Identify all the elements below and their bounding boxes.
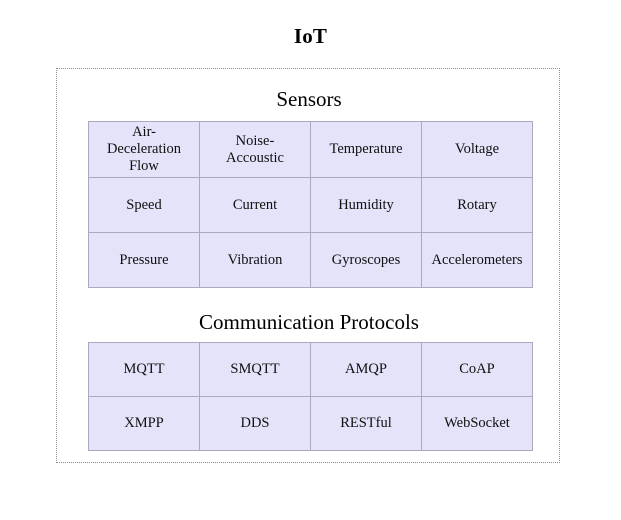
sensor-cell: Accelerometers: [421, 232, 533, 288]
protocol-cell: RESTful: [310, 396, 422, 451]
protocol-cell: WebSocket: [421, 396, 533, 451]
sensors-table: Air- Deceleration Flow Noise- Accoustic …: [88, 121, 533, 288]
sensor-cell: Vibration: [199, 232, 311, 288]
sensor-cell: Air- Deceleration Flow: [88, 121, 200, 178]
protocol-cell: AMQP: [310, 342, 422, 397]
sensor-cell: Rotary: [421, 177, 533, 233]
sensor-cell: Current: [199, 177, 311, 233]
sensor-cell: Noise- Accoustic: [199, 121, 311, 178]
protocol-cell: CoAP: [421, 342, 533, 397]
communication-protocols-table: MQTT SMQTT AMQP CoAP XMPP DDS RESTful We…: [88, 342, 533, 451]
iot-container: Sensors Air- Deceleration Flow Noise- Ac…: [56, 68, 560, 463]
table-row: XMPP DDS RESTful WebSocket: [88, 396, 533, 451]
sensor-cell: Gyroscopes: [310, 232, 422, 288]
protocol-cell: MQTT: [88, 342, 200, 397]
protocol-cell: SMQTT: [199, 342, 311, 397]
sensor-cell: Humidity: [310, 177, 422, 233]
sensor-cell: Pressure: [88, 232, 200, 288]
sensor-cell: Temperature: [310, 121, 422, 178]
protocol-cell: XMPP: [88, 396, 200, 451]
page-title: IoT: [293, 24, 328, 48]
table-row: Speed Current Humidity Rotary: [88, 177, 533, 233]
protocol-cell: DDS: [199, 396, 311, 451]
table-row: MQTT SMQTT AMQP CoAP: [88, 342, 533, 397]
section-heading-communication-protocols: Communication Protocols: [199, 310, 419, 334]
sensor-cell: Voltage: [421, 121, 533, 178]
table-row: Air- Deceleration Flow Noise- Accoustic …: [88, 121, 533, 178]
table-row: Pressure Vibration Gyroscopes Accelerome…: [88, 232, 533, 288]
section-heading-sensors: Sensors: [276, 87, 342, 111]
sensor-cell: Speed: [88, 177, 200, 233]
